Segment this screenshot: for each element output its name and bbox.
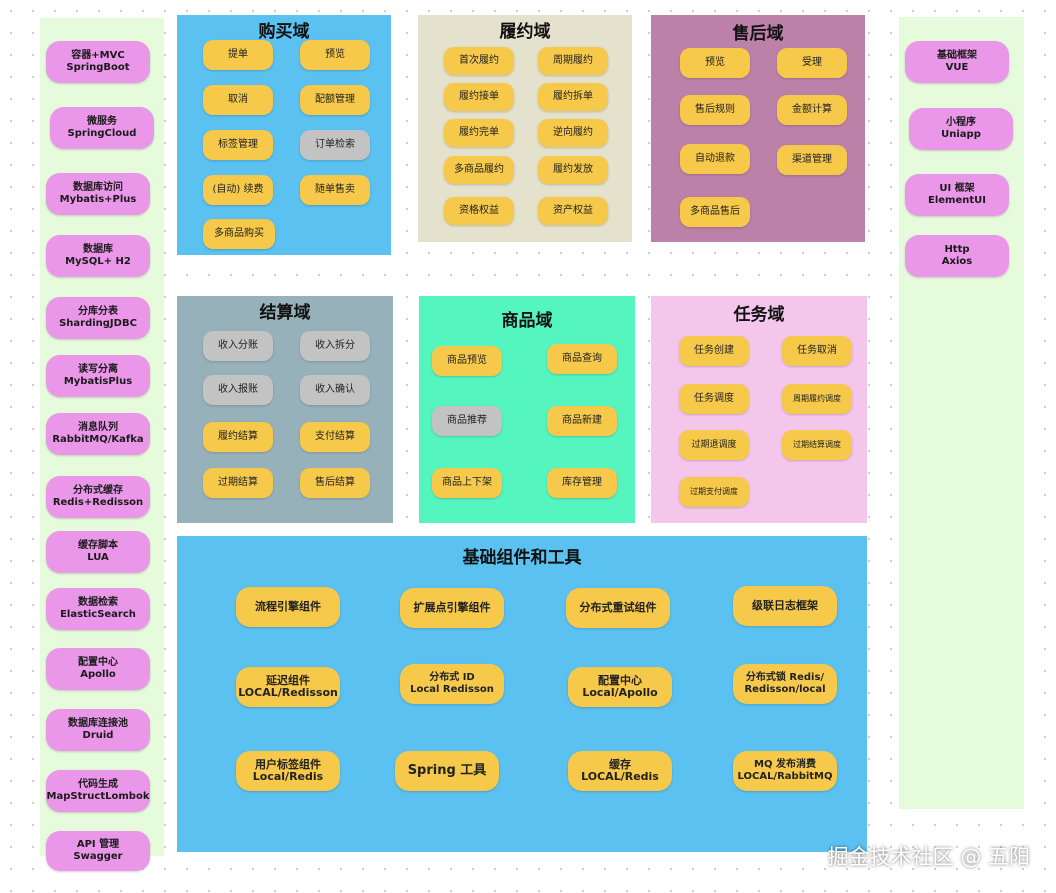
product-chip: 商品上下架 — [432, 468, 502, 498]
fulfillment-chip: 逆向履约 — [538, 119, 608, 147]
infra-chip: 扩展点引擎组件 — [400, 588, 504, 628]
left-tech-column: 容器+MVC SpringBoot 微服务 SpringCloud 数据库访问 … — [40, 18, 164, 871]
infra-chip: 用户标签组件 Local/Redis — [236, 751, 340, 791]
tech-chip-axios: Http Axios — [905, 235, 1009, 277]
fulfillment-chip: 首次履约 — [444, 47, 514, 75]
task-chip: 周期履约调度 — [782, 384, 852, 414]
fulfillment-chip: 履约接单 — [444, 83, 514, 111]
settlement-chip: 收入确认 — [300, 375, 370, 405]
purchase-chip: 提单 — [203, 40, 273, 70]
infra-chip: 分布式锁 Redis/ Redisson/local — [733, 664, 837, 704]
settlement-chip: 支付结算 — [300, 422, 370, 452]
tech-chip-elasticsearch: 数据检索 ElasticSearch — [46, 588, 150, 630]
purchase-domain-panel: 购买域 提单 预览 取消 配额管理 标签管理 订单检索 (自动) 续费 随单售卖… — [177, 15, 391, 255]
fulfillment-chip: 资产权益 — [538, 197, 608, 225]
infra-chip: 延迟组件 LOCAL/Redisson — [236, 667, 340, 707]
aftersale-chip: 预览 — [680, 48, 750, 78]
tech-chip-vue: 基础框架 VUE — [905, 41, 1009, 83]
purchase-chip: 预览 — [300, 40, 370, 70]
infra-title: 基础组件和工具 — [462, 548, 582, 568]
fulfillment-chip: 多商品履约 — [444, 156, 514, 184]
settlement-chip: 售后结算 — [300, 468, 370, 498]
tech-chip-shardingjdbc: 分库分表 ShardingJDBC — [46, 297, 150, 339]
tech-chip-mysql: 数据库 MySQL+ H2 — [46, 235, 150, 277]
purchase-chip: 随单售卖 — [300, 175, 370, 205]
tech-chip-elementui: UI 框架 ElementUI — [905, 174, 1009, 216]
aftersale-chip: 渠道管理 — [777, 145, 847, 175]
purchase-chip: 订单检索 — [300, 130, 370, 160]
fulfillment-chip: 履约完单 — [444, 119, 514, 147]
fulfillment-chip: 资格权益 — [444, 197, 514, 225]
settlement-domain-panel: 结算域 收入分账 收入拆分 收入报账 收入确认 履约结算 支付结算 过期结算 售… — [177, 296, 393, 523]
purchase-chip: 配额管理 — [300, 85, 370, 115]
fulfillment-chip: 履约发放 — [538, 156, 608, 184]
fulfillment-chip: 履约拆单 — [538, 83, 608, 111]
task-domain-title: 任务域 — [733, 305, 785, 325]
task-chip: 任务创建 — [679, 336, 749, 366]
infra-chip: Spring 工具 — [395, 751, 499, 791]
tech-chip-apollo: 配置中心 Apollo — [46, 648, 150, 690]
task-chip: 任务取消 — [782, 336, 852, 366]
tech-chip-springboot: 容器+MVC SpringBoot — [46, 41, 150, 83]
tech-chip-redis-redisson: 分布式缓存 Redis+Redisson — [46, 476, 150, 518]
tech-chip-rabbitmq-kafka: 消息队列 RabbitMQ/Kafka — [46, 413, 150, 455]
purchase-chip: 多商品购买 — [203, 219, 275, 249]
aftersale-chip: 受理 — [777, 48, 847, 78]
infra-chip: 分布式重试组件 — [566, 588, 670, 628]
tech-chip-lua: 缓存脚本 LUA — [46, 531, 150, 573]
watermark: 掘金技术社区 @ 五阳 — [827, 845, 1030, 869]
tech-chip-swagger: API 管理 Swagger — [46, 831, 150, 871]
fulfillment-domain-title: 履约域 — [499, 22, 551, 42]
settlement-chip: 履约结算 — [203, 422, 273, 452]
fulfillment-chip: 周期履约 — [538, 47, 608, 75]
settlement-chip: 收入分账 — [203, 331, 273, 361]
settlement-chip: 收入报账 — [203, 375, 273, 405]
product-domain-panel: 商品域 商品预览 商品查询 商品推荐 商品新建 商品上下架 库存管理 — [419, 296, 635, 523]
tech-chip-springcloud: 微服务 SpringCloud — [50, 107, 154, 149]
aftersale-chip: 售后规则 — [680, 95, 750, 125]
infra-panel: 基础组件和工具 流程引擎组件 扩展点引擎组件 分布式重试组件 级联日志框架 延迟… — [177, 536, 867, 852]
fulfillment-domain-panel: 履约域 首次履约 周期履约 履约接单 履约拆单 履约完单 逆向履约 多商品履约 … — [418, 15, 632, 242]
tech-chip-mybatisplus-rw: 读写分离 MybatisPlus — [46, 355, 150, 397]
infra-chip: MQ 发布消费 LOCAL/RabbitMQ — [733, 751, 837, 791]
purchase-chip: (自动) 续费 — [203, 175, 273, 205]
product-chip: 商品预览 — [432, 346, 502, 376]
product-chip: 库存管理 — [547, 468, 617, 498]
purchase-chip: 标签管理 — [203, 130, 273, 160]
infra-chip: 流程引擎组件 — [236, 587, 340, 627]
purchase-domain-title: 购买域 — [258, 22, 310, 42]
product-domain-title: 商品域 — [501, 311, 553, 331]
right-tech-column: 基础框架 VUE 小程序 Uniapp UI 框架 ElementUI Http… — [899, 17, 1024, 809]
settlement-chip: 收入拆分 — [300, 331, 370, 361]
tech-chip-mybatis-plus: 数据库访问 Mybatis+Plus — [46, 173, 150, 215]
tech-chip-uniapp: 小程序 Uniapp — [909, 108, 1013, 150]
settlement-domain-title: 结算域 — [259, 303, 311, 323]
product-chip: 商品查询 — [547, 344, 617, 374]
task-chip: 过期支付调度 — [679, 477, 749, 507]
task-domain-panel: 任务域 任务创建 任务取消 任务调度 周期履约调度 过期退调度 过期结算调度 过… — [651, 296, 867, 523]
infra-chip: 级联日志框架 — [733, 586, 837, 626]
aftersale-domain-panel: 售后域 预览 受理 售后规则 金额计算 自动退款 渠道管理 多商品售后 — [651, 15, 865, 242]
infra-chip: 缓存 LOCAL/Redis — [568, 751, 672, 791]
settlement-chip: 过期结算 — [203, 468, 273, 498]
task-chip: 任务调度 — [679, 384, 749, 414]
tech-chip-mapstruct-lombok: 代码生成 MapStructLombok — [46, 770, 150, 812]
aftersale-domain-title: 售后域 — [732, 24, 784, 44]
product-chip: 商品推荐 — [432, 406, 502, 436]
task-chip: 过期结算调度 — [782, 430, 852, 460]
aftersale-chip: 自动退款 — [680, 144, 750, 174]
aftersale-chip: 多商品售后 — [680, 197, 750, 227]
product-chip: 商品新建 — [547, 406, 617, 436]
aftersale-chip: 金额计算 — [777, 95, 847, 125]
infra-chip: 配置中心 Local/Apollo — [568, 667, 672, 707]
purchase-chip: 取消 — [203, 85, 273, 115]
tech-chip-druid: 数据库连接池 Druid — [46, 709, 150, 751]
task-chip: 过期退调度 — [679, 430, 749, 460]
infra-chip: 分布式 ID Local Redisson — [400, 664, 504, 704]
